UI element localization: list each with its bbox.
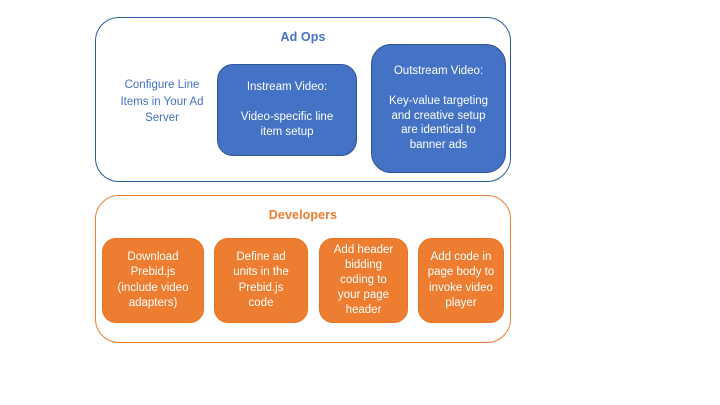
ad-ops-title: Ad Ops	[280, 30, 326, 44]
add-page-body-code-box: Add code in page body to invoke video pl…	[418, 238, 504, 323]
define-ad-units-label: Define ad units in the Prebid.js code	[233, 251, 289, 309]
download-prebid-box: Download Prebid.js (include video adapte…	[102, 238, 204, 323]
configure-line-items-note: Configure Line Items in Your Ad Server	[120, 79, 204, 125]
add-header-bidding-label: Add header bidding coding to your page h…	[333, 243, 394, 317]
add-page-body-code-label: Add code in page body to invoke video pl…	[427, 251, 495, 309]
instream-video-box: Instream Video: Video-specific line item…	[217, 64, 357, 156]
developers-title: Developers	[268, 208, 338, 222]
ad-ops-panel: Ad Ops Configure Line Items in Your Ad S…	[95, 17, 511, 182]
define-ad-units-box: Define ad units in the Prebid.js code	[214, 238, 308, 323]
add-header-bidding-box: Add header bidding coding to your page h…	[319, 238, 408, 323]
outstream-video-label: Outstream Video: Key-value targeting and…	[388, 64, 489, 152]
developers-panel: Developers Download Prebid.js (include v…	[95, 195, 511, 343]
instream-video-label: Instream Video: Video-specific line item…	[240, 81, 334, 138]
download-prebid-label: Download Prebid.js (include video adapte…	[117, 251, 189, 309]
outstream-video-box: Outstream Video: Key-value targeting and…	[371, 44, 506, 173]
